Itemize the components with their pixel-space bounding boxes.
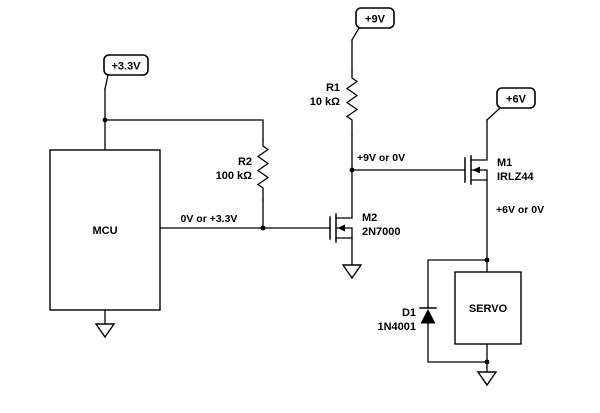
wire-diode-branch	[427, 259, 488, 363]
mosfet-m2-part: 2N7000	[362, 226, 401, 238]
servo-label: SERVO	[469, 303, 508, 315]
mosfet-m2-arrow	[337, 224, 345, 232]
mosfet-m2-source-lead	[335, 237, 353, 266]
wire-9v-rail	[351, 39, 466, 171]
mcu-label: MCU	[92, 225, 117, 237]
resistor-r1-value: 10 kΩ	[310, 96, 340, 108]
supply-flag-6v: +6V	[486, 87, 536, 121]
mosfet-m2: M2 2N7000	[329, 169, 401, 266]
mosfet-m2-ref: M2	[362, 212, 377, 224]
junction-dot-m2-gate	[260, 225, 266, 231]
wires	[104, 39, 488, 373]
net-label-mcu-output: 0V or +3.3V	[181, 213, 238, 225]
supply-flag-9v-label: +9V	[365, 14, 386, 26]
net-label-m1-gate: +9V or 0V	[357, 152, 405, 164]
diode-d1-part: 1N4001	[377, 321, 416, 333]
ground-servo-icon	[476, 371, 498, 387]
junction-dots	[102, 117, 490, 365]
mosfet-m1-source-lead	[470, 179, 488, 261]
supply-flag-6v-box	[496, 87, 536, 109]
mcu-box	[49, 149, 161, 311]
diode-d1-triangle	[420, 309, 436, 324]
mosfet-m2-drain-lead	[335, 169, 353, 219]
junction-dot-33v	[102, 117, 108, 123]
wire-mcu-output	[159, 199, 331, 229]
resistor-r2-zigzag	[256, 139, 270, 201]
resistor-r2-value: 100 kΩ	[216, 170, 253, 182]
mcu-block: MCU	[49, 149, 161, 311]
resistor-r1: R1 10 kΩ	[310, 71, 359, 136]
resistor-r1-ref: R1	[326, 82, 340, 94]
supply-flag-9v-box	[355, 7, 395, 29]
ground-mcu-icon	[94, 323, 116, 339]
ground-symbols	[94, 264, 498, 387]
supply-flag-3v3-label: +3.3V	[111, 61, 141, 73]
mosfet-m1-drain-lead	[470, 119, 488, 161]
junction-dot-servo-bottom	[484, 359, 490, 365]
supply-flag-9v-tail	[351, 27, 360, 41]
supply-flag-3v3: +3.3V	[103, 54, 149, 90]
supply-flag-6v-label: +6V	[506, 94, 527, 106]
resistor-r2-ref: R2	[238, 156, 252, 168]
ground-m2-icon	[341, 264, 363, 280]
resistor-r1-zigzag	[345, 71, 359, 136]
supply-flag-3v3-box	[103, 54, 149, 76]
net-label-servo-supply: +6V or 0V	[496, 204, 544, 216]
junction-dot-servo-top	[484, 257, 490, 263]
resistor-r2: R2 100 kΩ	[216, 139, 270, 201]
diode-d1-ref: D1	[402, 307, 416, 319]
wire-33v-rail	[104, 88, 264, 151]
mosfet-m1-ref: M1	[497, 157, 512, 169]
supply-flag-9v: +9V	[351, 7, 395, 41]
mosfet-m1-arrow	[472, 166, 480, 174]
supply-flag-6v-tail	[486, 107, 501, 121]
servo-box	[454, 271, 522, 345]
junction-dot-m2-drain	[349, 167, 355, 173]
net-labels: 0V or +3.3V +9V or 0V +6V or 0V	[181, 152, 545, 225]
servo-block: SERVO	[454, 271, 522, 345]
supply-flag-3v3-tail	[104, 74, 109, 90]
diode-d1: D1 1N4001	[377, 307, 437, 333]
mosfet-m1-part: IRLZ44	[497, 171, 535, 183]
mosfet-m1: M1 IRLZ44	[464, 119, 535, 261]
